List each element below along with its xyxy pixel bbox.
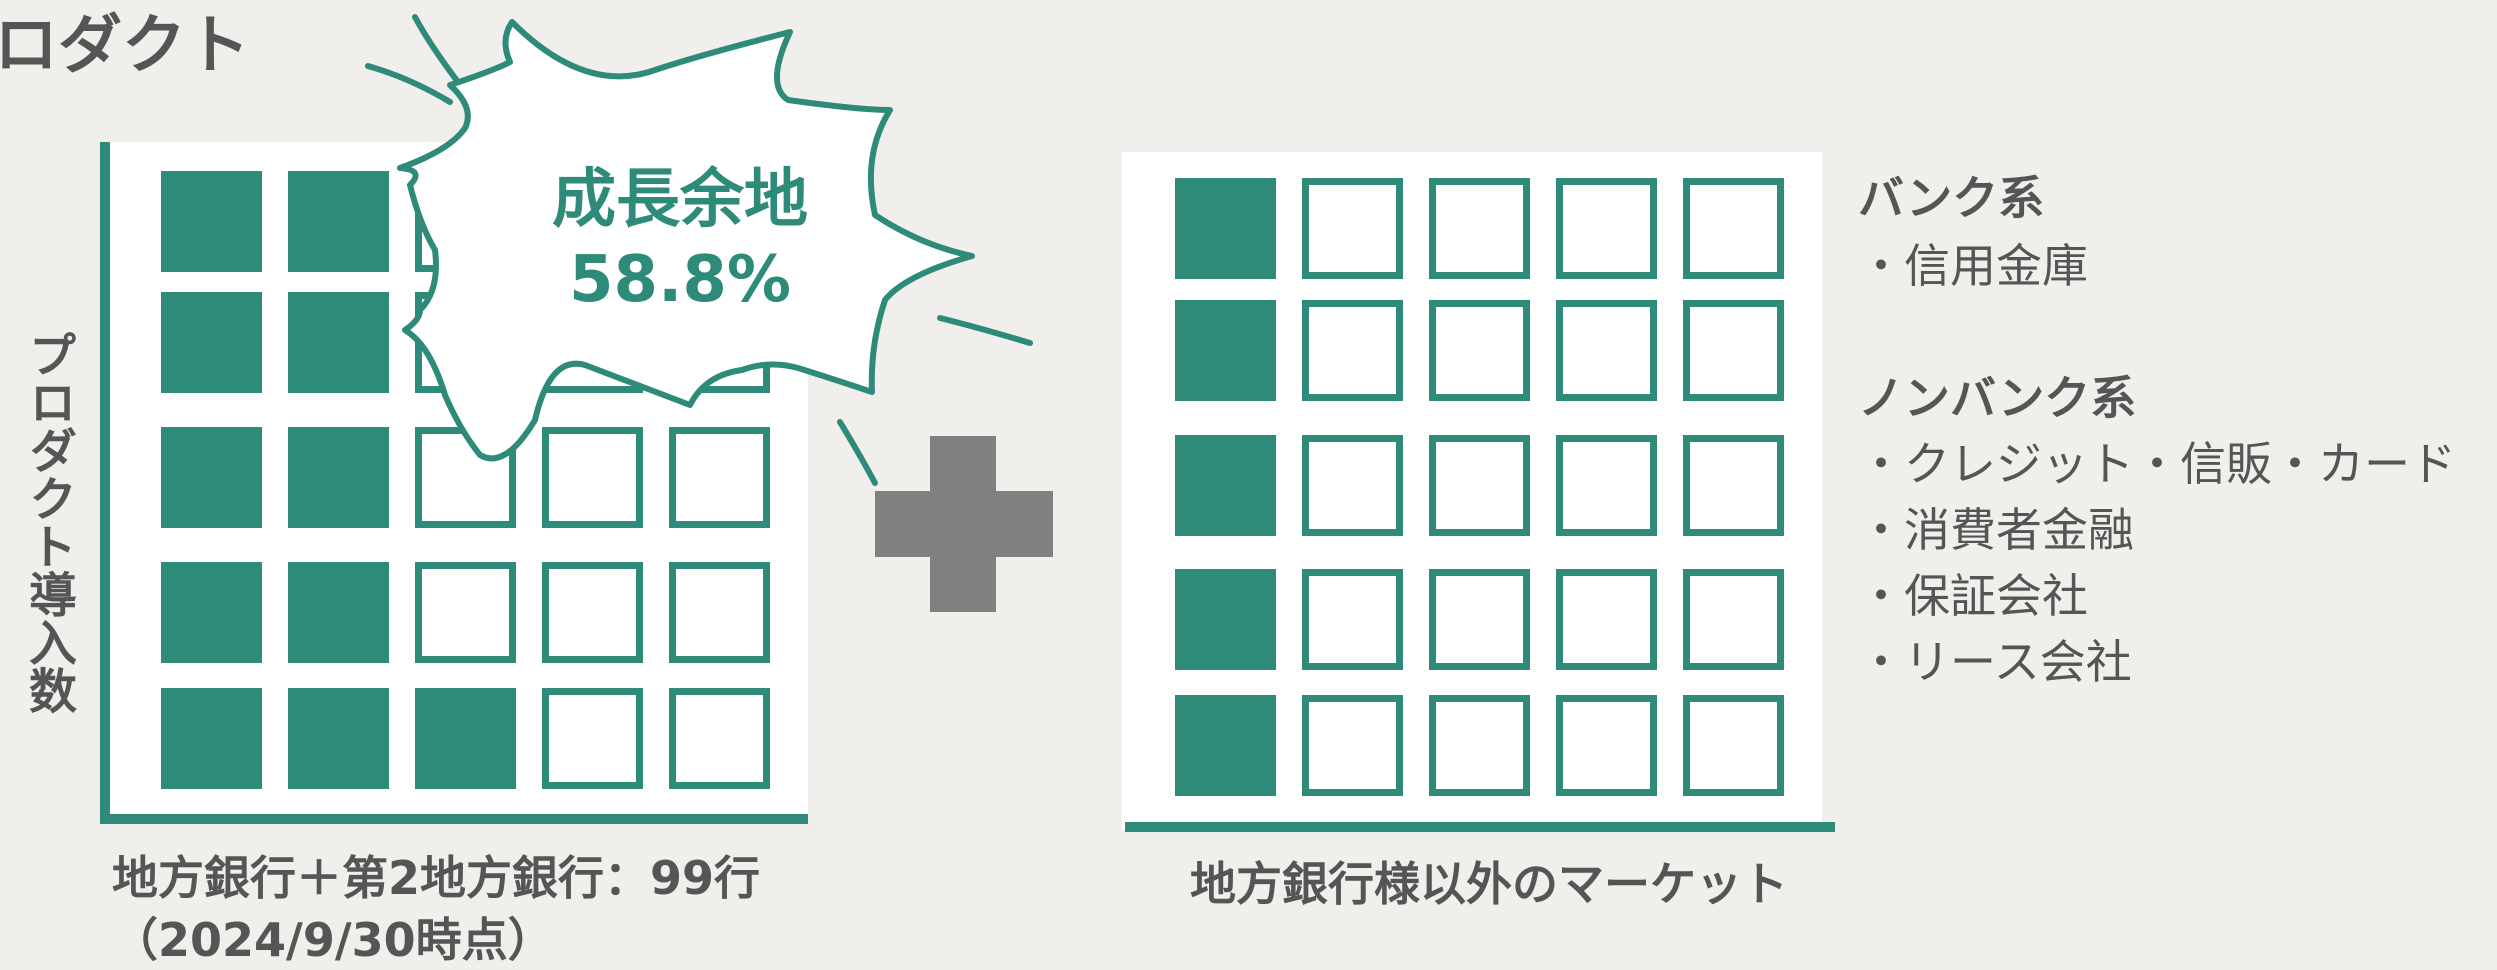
filled-square bbox=[161, 562, 262, 663]
filled-square bbox=[288, 562, 389, 663]
filled-square bbox=[161, 171, 262, 272]
left-chart-caption: 地方銀行＋第2地方銀行：99行 bbox=[112, 851, 761, 905]
filled-square bbox=[288, 292, 389, 393]
burst-spark-line bbox=[937, 315, 1033, 346]
empty-square bbox=[1683, 569, 1784, 670]
empty-square bbox=[669, 688, 770, 789]
y-axis-label: プロダクト導入数 bbox=[20, 330, 76, 714]
empty-square bbox=[1556, 178, 1657, 279]
empty-square bbox=[1683, 178, 1784, 279]
bank-item: ・信用金庫 bbox=[1858, 239, 2088, 293]
left-chart-y-axis bbox=[100, 142, 110, 824]
burst-spark-line bbox=[837, 419, 878, 486]
left-chart-date-note: （2024/9/30時点） bbox=[112, 913, 554, 967]
empty-square bbox=[542, 427, 643, 528]
empty-square bbox=[1302, 695, 1403, 796]
empty-square bbox=[1302, 569, 1403, 670]
empty-square bbox=[542, 688, 643, 789]
starburst-shape bbox=[365, 14, 1033, 486]
growth-callout: 成長余地 58.8% bbox=[470, 160, 890, 320]
page-title: ロダクト bbox=[0, 9, 250, 83]
nonbank-item: ・消費者金融 bbox=[1858, 503, 2134, 557]
nonbank-item: ・クレジット・信販・カード bbox=[1858, 437, 2456, 491]
empty-square bbox=[1429, 569, 1530, 670]
empty-square bbox=[1556, 569, 1657, 670]
empty-square bbox=[542, 562, 643, 663]
empty-square bbox=[1683, 695, 1784, 796]
empty-square bbox=[1556, 435, 1657, 536]
filled-square bbox=[415, 688, 516, 789]
empty-square bbox=[1429, 695, 1530, 796]
empty-square bbox=[1556, 695, 1657, 796]
empty-square bbox=[669, 562, 770, 663]
empty-square bbox=[415, 562, 516, 663]
empty-square bbox=[1429, 435, 1530, 536]
filled-square bbox=[1175, 178, 1276, 279]
filled-square bbox=[1175, 569, 1276, 670]
nonbank-item: ・保証会社 bbox=[1858, 569, 2088, 623]
filled-square bbox=[161, 688, 262, 789]
filled-square bbox=[288, 171, 389, 272]
burst-spark-line bbox=[412, 14, 461, 85]
right-chart-x-axis bbox=[1125, 822, 1835, 832]
left-chart-x-axis bbox=[100, 814, 808, 824]
empty-square bbox=[1683, 435, 1784, 536]
burst-spark-line bbox=[365, 63, 453, 105]
nonbank-item: ・リース会社 bbox=[1858, 635, 2132, 689]
bank-heading: バンク系 bbox=[1858, 171, 2045, 225]
filled-square bbox=[161, 427, 262, 528]
empty-square bbox=[1302, 435, 1403, 536]
filled-square bbox=[1175, 695, 1276, 796]
filled-square bbox=[288, 688, 389, 789]
filled-square bbox=[288, 427, 389, 528]
nonbank-heading: ノンバンク系 bbox=[1858, 371, 2137, 425]
growth-callout-label: 成長余地 bbox=[552, 163, 808, 237]
right-chart-caption: 地方銀行様以外のマーケット bbox=[1190, 857, 1788, 911]
empty-square bbox=[1302, 300, 1403, 401]
empty-square bbox=[1429, 300, 1530, 401]
filled-square bbox=[161, 292, 262, 393]
filled-square bbox=[1175, 435, 1276, 536]
empty-square bbox=[669, 427, 770, 528]
empty-square bbox=[1556, 300, 1657, 401]
empty-square bbox=[1683, 300, 1784, 401]
growth-callout-value: 58.8% bbox=[568, 243, 792, 317]
plus-icon-bar bbox=[875, 491, 1053, 557]
filled-square bbox=[1175, 300, 1276, 401]
empty-square bbox=[1429, 178, 1530, 279]
empty-square bbox=[1302, 178, 1403, 279]
